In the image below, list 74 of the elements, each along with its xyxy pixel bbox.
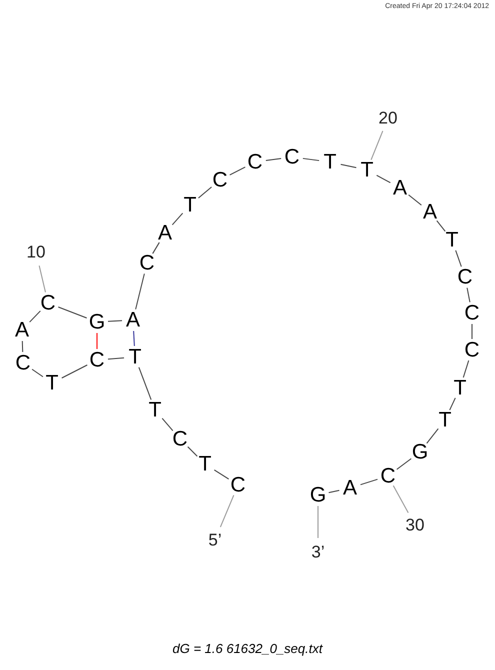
backbone-line	[426, 428, 439, 444]
backbone-line	[408, 194, 422, 206]
backbone-line	[302, 158, 320, 162]
base-pair-line	[96, 332, 98, 350]
nucleotide-letter: T	[198, 454, 212, 474]
backbone-line	[29, 310, 41, 323]
nucleotide-letter: C	[40, 292, 56, 314]
backbone-line	[360, 478, 378, 486]
backbone-line	[58, 306, 88, 319]
nucleotide-letter: T	[438, 410, 452, 430]
nucleotide-letter: T	[184, 194, 196, 216]
backbone-line	[138, 366, 152, 400]
backbone-line	[107, 320, 123, 322]
nucleotide-letter: A	[393, 178, 407, 198]
leader-line	[38, 265, 46, 293]
backbone-line	[22, 340, 24, 352]
base-pair-line	[133, 330, 135, 347]
strand-end-label: 3’	[311, 544, 325, 560]
nucleotide-letter: A	[343, 478, 357, 498]
backbone-line	[32, 368, 44, 378]
position-number: 30	[406, 516, 424, 534]
nucleotide-letter: A	[423, 202, 437, 222]
backbone-line	[135, 273, 145, 310]
backbone-line	[455, 250, 462, 268]
backbone-line	[436, 220, 446, 232]
nucleotide-letter: A	[126, 310, 140, 330]
nucleotide-letter: C	[89, 350, 105, 370]
backbone-line	[462, 360, 470, 378]
nucleotide-letter: C	[284, 146, 300, 168]
nucleotide-letter: G	[88, 312, 106, 332]
nucleotide-letter: C	[230, 474, 246, 496]
nucleotide-letter: C	[457, 266, 473, 288]
nucleotide-letter: A	[15, 320, 29, 340]
backbone-line	[214, 469, 230, 480]
backbone-line	[229, 166, 246, 176]
nucleotide-letter: C	[247, 152, 263, 172]
backbone-line	[61, 364, 88, 378]
nucleotide-letter: G	[412, 442, 428, 462]
position-number: 20	[378, 110, 398, 126]
backbone-line	[198, 186, 212, 198]
backbone-line	[328, 490, 340, 494]
backbone-line	[187, 446, 198, 457]
nucleotide-letter: T	[128, 346, 142, 368]
backbone-line	[396, 458, 412, 470]
nucleotide-letter: C	[15, 352, 31, 374]
backbone-line	[376, 174, 391, 184]
nucleotide-letter: T	[46, 372, 58, 394]
nucleotide-letter: T	[446, 230, 458, 250]
backbone-line	[107, 357, 125, 360]
leader-line	[392, 485, 409, 514]
leader-line	[370, 130, 384, 160]
backbone-line	[162, 418, 174, 432]
nucleotide-letter: T	[324, 152, 336, 172]
nucleotide-letter: C	[464, 302, 480, 324]
backbone-line	[449, 397, 456, 411]
backbone-line	[466, 287, 470, 303]
backbone-line	[340, 164, 357, 168]
nucleotide-letter: T	[360, 160, 374, 180]
nucleotide-letter: T	[148, 400, 162, 420]
nucleotide-letter: A	[158, 222, 172, 244]
position-number: 10	[26, 244, 46, 260]
nucleotide-letter: C	[212, 170, 228, 190]
backbone-line	[172, 212, 184, 226]
nucleotide-letter: T	[454, 378, 466, 398]
nucleotide-letter: C	[139, 252, 155, 274]
strand-end-label: 5’	[208, 532, 222, 548]
nucleotide-letter: C	[380, 466, 396, 486]
backbone-line	[152, 242, 160, 254]
backbone-line	[265, 158, 282, 162]
nucleotide-letter: C	[172, 428, 188, 450]
nucleotide-letter: G	[310, 484, 326, 506]
nucleotide-letter: C	[464, 340, 480, 360]
caption: dG = 1.6 61632_0_seq.txt	[172, 641, 324, 656]
leader-line	[220, 494, 234, 528]
